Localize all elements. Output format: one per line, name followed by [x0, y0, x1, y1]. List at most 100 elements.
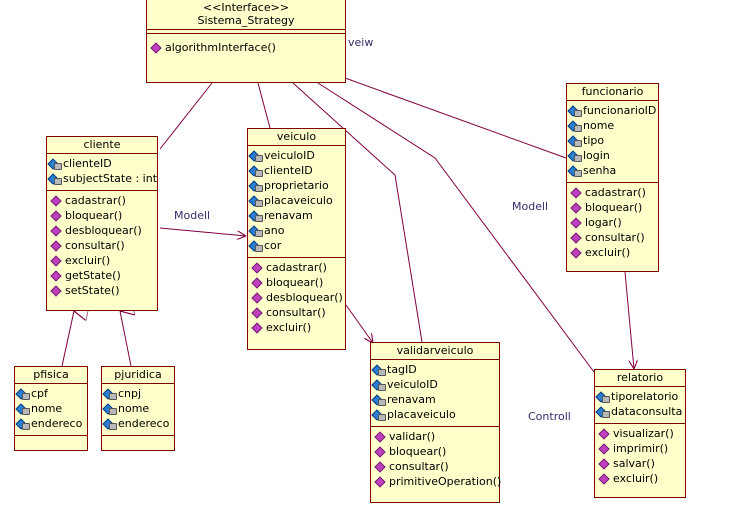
operation-row[interactable]: consultar() [373, 459, 497, 474]
attribute-row[interactable]: veiculoID [373, 377, 497, 392]
attribute-row[interactable]: dataconsulta [597, 404, 683, 419]
attribute-label: tipo [583, 134, 605, 147]
attribute-row[interactable]: endereco [104, 416, 172, 431]
operation-label: visualizar() [613, 427, 674, 440]
attribute-label: endereco [31, 417, 83, 430]
operation-row[interactable]: excluir() [49, 253, 155, 268]
operation-icon [598, 457, 610, 470]
attribute-icon [49, 159, 62, 170]
operation-row[interactable]: logar() [569, 215, 656, 230]
attribute-icon [569, 166, 582, 177]
attribute-row[interactable]: clienteID [250, 163, 343, 178]
attribute-row[interactable]: cor [250, 238, 343, 253]
attribute-row[interactable]: subjectState : int [49, 171, 157, 186]
attribute-row[interactable]: ano [250, 223, 343, 238]
operation-row[interactable]: getState() [49, 268, 155, 283]
operation-icon [251, 306, 263, 319]
operation-label: excluir() [613, 472, 659, 485]
operation-row[interactable]: excluir() [250, 320, 343, 335]
operation-icon [374, 475, 386, 488]
attribute-label: veiculoID [387, 378, 438, 391]
attribute-row[interactable]: cnpj [104, 386, 172, 401]
attribute-icon [49, 174, 62, 185]
class-name: Sistema_Strategy [197, 14, 295, 27]
edge-sistema-funcionario [344, 77, 567, 159]
label-modell-right: Modell [512, 200, 549, 213]
operation-row[interactable]: desbloquear() [250, 290, 343, 305]
attribute-row[interactable]: tiporelatorio [597, 389, 683, 404]
operation-icon [374, 430, 386, 443]
edge-cliente-veiculo [159, 227, 246, 236]
operation-row[interactable]: algorithmInterface() [149, 40, 343, 55]
attribute-row[interactable]: tipo [569, 133, 656, 148]
operation-row[interactable]: excluir() [569, 245, 656, 260]
class-sistema-strategy[interactable]: <<Interface>> Sistema_Strategy algorithm… [146, 0, 346, 83]
operation-row[interactable]: cadastrar() [250, 260, 343, 275]
operation-row[interactable]: bloquear() [373, 444, 497, 459]
attribute-row[interactable]: nome [569, 118, 656, 133]
operation-row[interactable]: excluir() [597, 471, 683, 486]
attribute-row[interactable]: senha [569, 163, 656, 178]
operation-row[interactable]: validar() [373, 429, 497, 444]
attribute-row[interactable]: login [569, 148, 656, 163]
operation-icon [374, 445, 386, 458]
attribute-row[interactable]: endereco [17, 416, 85, 431]
attribute-label: tiporelatorio [611, 390, 679, 403]
operation-row[interactable]: consultar() [250, 305, 343, 320]
attribute-row[interactable]: renavam [373, 392, 497, 407]
operation-label: bloquear() [389, 445, 447, 458]
operations-compartment: validar()bloquear()consultar()primitiveO… [371, 427, 501, 493]
operation-row[interactable]: bloquear() [49, 208, 155, 223]
operation-row[interactable]: primitiveOperation() [373, 474, 501, 489]
attribute-row[interactable]: placaveiculo [373, 407, 497, 422]
operation-row[interactable]: cadastrar() [49, 193, 155, 208]
operation-row[interactable]: bloquear() [569, 200, 656, 215]
operation-label: cadastrar() [266, 261, 327, 274]
edge-sistema-relatorio [317, 82, 595, 373]
class-name: funcionario [581, 85, 644, 98]
operation-row[interactable]: setState() [49, 283, 155, 298]
operation-row[interactable]: cadastrar() [569, 185, 656, 200]
attribute-label: funcionarioID [583, 104, 657, 117]
operation-row[interactable]: salvar() [597, 456, 683, 471]
attribute-icon [250, 196, 263, 207]
operation-row[interactable]: desbloquear() [49, 223, 155, 238]
attribute-row[interactable]: tagID [373, 362, 497, 377]
edge-funcionario-relatorio [624, 271, 634, 369]
attribute-row[interactable]: nome [104, 401, 172, 416]
label-controll: Controll [528, 410, 571, 423]
attribute-row[interactable]: cpf [17, 386, 85, 401]
attribute-row[interactable]: funcionarioID [569, 103, 656, 118]
attribute-row[interactable]: nome [17, 401, 85, 416]
edge-sistema-validarveiculo [292, 82, 423, 343]
operation-row[interactable]: imprimir() [597, 441, 683, 456]
attribute-row[interactable]: proprietario [250, 178, 343, 193]
class-header: relatorio [595, 370, 685, 387]
operation-row[interactable]: consultar() [49, 238, 155, 253]
attribute-icon [569, 151, 582, 162]
attribute-row[interactable]: clienteID [49, 156, 155, 171]
class-header: funcionario [567, 84, 658, 101]
operation-label: cadastrar() [65, 194, 126, 207]
operation-label: getState() [65, 269, 121, 282]
operation-label: bloquear() [65, 209, 123, 222]
attribute-row[interactable]: renavam [250, 208, 343, 223]
attribute-icon [373, 410, 386, 421]
operation-icon [570, 186, 582, 199]
attribute-icon [17, 419, 30, 430]
attribute-icon [373, 395, 386, 406]
attribute-row[interactable]: veiculoID [250, 148, 343, 163]
attribute-row[interactable]: placaveiculo [250, 193, 343, 208]
operation-row[interactable]: bloquear() [250, 275, 343, 290]
operation-icon [251, 261, 263, 274]
operation-row[interactable]: visualizar() [597, 426, 683, 441]
operation-row[interactable]: consultar() [569, 230, 656, 245]
